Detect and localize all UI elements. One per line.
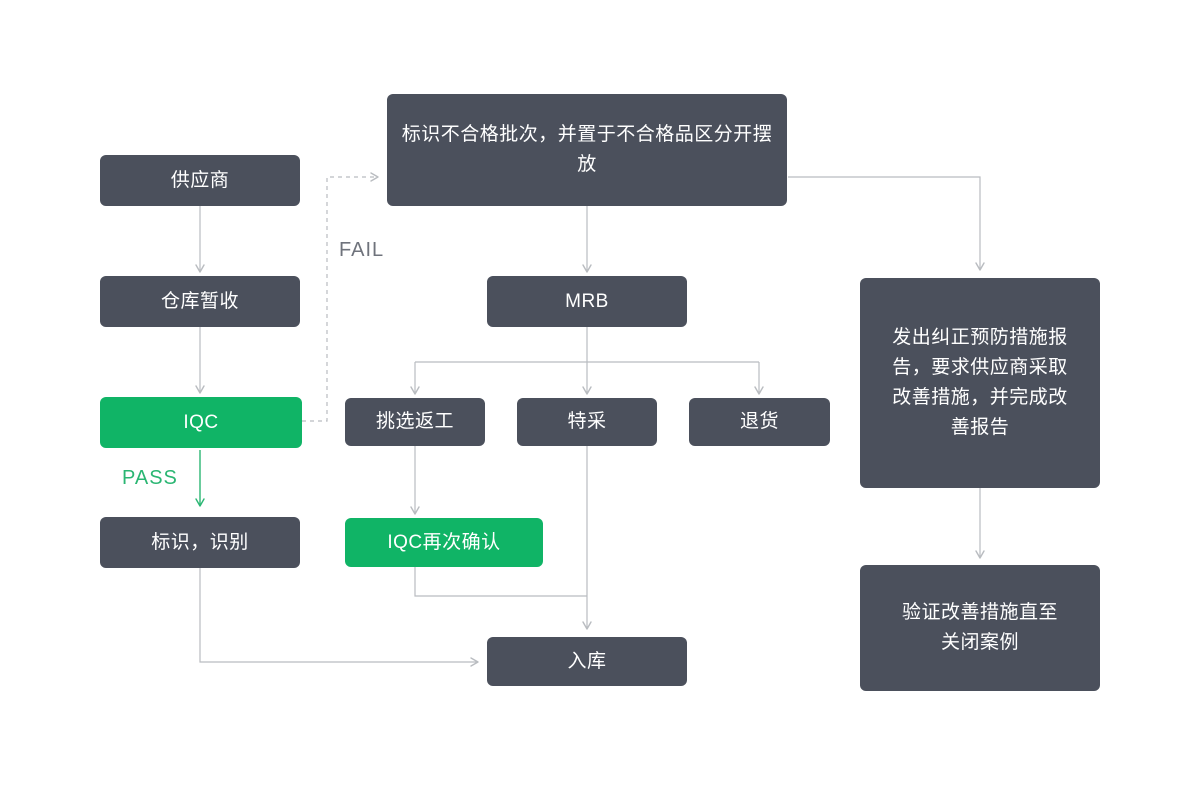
node-car-report-label: 发出纠正预防措施报告，要求供应商采取改善措施，并完成改善报告 xyxy=(892,327,1068,438)
node-verify-close[interactable]: 验证改善措施直至关闭案例 xyxy=(860,565,1100,691)
node-iqc-label: IQC xyxy=(183,411,219,433)
node-iqc-recheck-label: IQC再次确认 xyxy=(387,531,501,553)
node-sort-rework-label: 挑选返工 xyxy=(375,411,454,432)
edge-iqcrecheck-to-stockin xyxy=(414,567,587,597)
edge-markncr-to-car-report xyxy=(788,176,985,271)
node-supplier[interactable]: 供应商 xyxy=(100,155,300,206)
node-mark-nonconforming-lot[interactable]: 标识不合格批次，并置于不合格品区分开摆放 xyxy=(387,94,787,206)
node-iqc-recheck[interactable]: IQC再次确认 xyxy=(345,518,543,567)
node-sort-rework[interactable]: 挑选返工 xyxy=(345,398,485,446)
node-iqc[interactable]: IQC xyxy=(100,397,302,448)
node-warehouse-hold-label: 仓库暂收 xyxy=(160,290,239,312)
edge-markidentify-to-stockin xyxy=(199,568,479,667)
node-special-acceptance-label: 特采 xyxy=(567,411,607,432)
node-car-report[interactable]: 发出纠正预防措施报告，要求供应商采取改善措施，并完成改善报告 xyxy=(860,278,1100,488)
node-mrb-label: MRB xyxy=(565,290,609,312)
edge-iqc-fail-to-mark-ncr xyxy=(302,172,379,422)
node-special-acceptance[interactable]: 特采 xyxy=(517,398,657,446)
node-mrb[interactable]: MRB xyxy=(487,276,687,327)
node-return-goods[interactable]: 退货 xyxy=(689,398,830,446)
node-return-goods-label: 退货 xyxy=(739,411,779,432)
node-supplier-label: 供应商 xyxy=(170,169,230,191)
node-mark-identify[interactable]: 标识，识别 xyxy=(100,517,300,568)
node-mark-nonconforming-lot-label: 标识不合格批次，并置于不合格品区分开摆放 xyxy=(401,124,773,175)
node-stock-in-label: 入库 xyxy=(567,650,607,672)
node-stock-in[interactable]: 入库 xyxy=(487,637,687,686)
edge-label-fail: FAIL xyxy=(339,239,385,261)
edge-label-pass: PASS xyxy=(122,467,178,489)
node-warehouse-hold[interactable]: 仓库暂收 xyxy=(100,276,300,327)
node-verify-close-label: 验证改善措施直至关闭案例 xyxy=(901,602,1058,653)
node-mark-identify-label: 标识，识别 xyxy=(151,531,249,553)
